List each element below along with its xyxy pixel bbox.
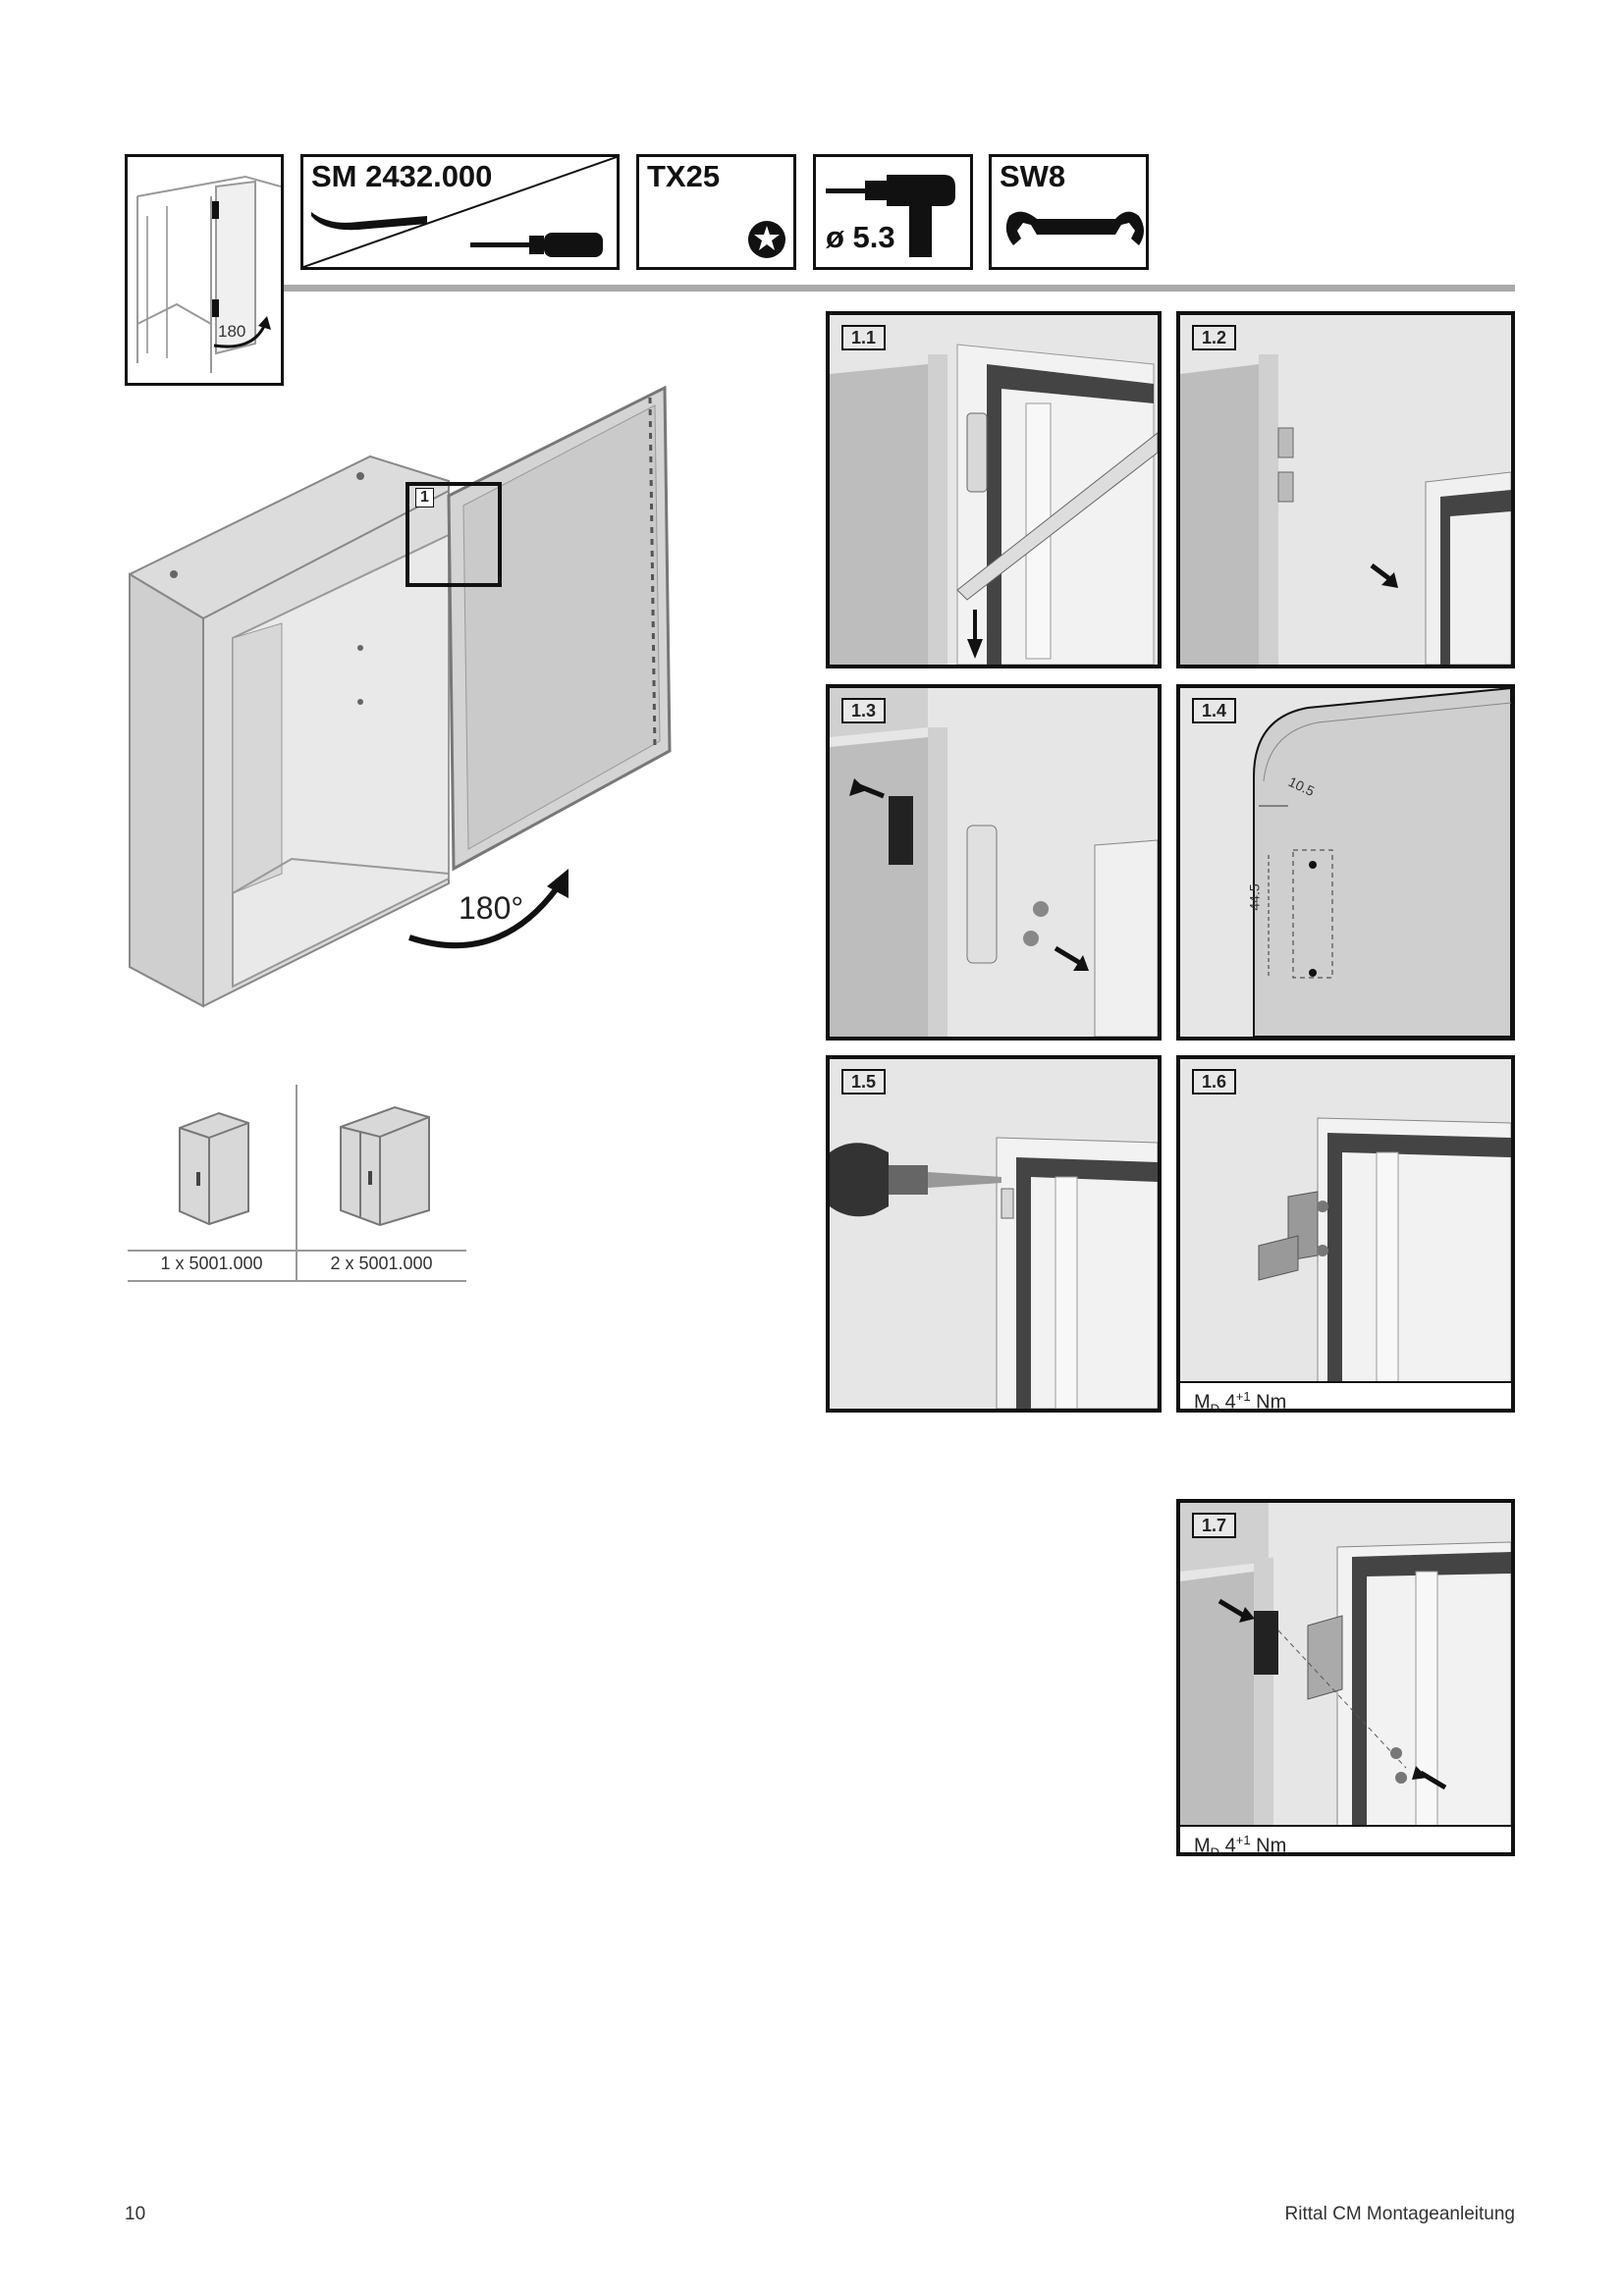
variant-table: 1 x 5001.000 2 x 5001.000 bbox=[128, 1085, 466, 1282]
torque-sup: +1 bbox=[1235, 1833, 1251, 1847]
screwdriver-icon bbox=[470, 233, 603, 257]
step-label: 1.1 bbox=[841, 325, 887, 350]
drill-icon bbox=[826, 175, 955, 257]
step-panel: 1.5 bbox=[826, 1055, 1162, 1413]
step-label: 1.2 bbox=[1192, 325, 1237, 350]
cabinet-open-door-drawing bbox=[129, 385, 672, 1008]
step-panel: 1.2 bbox=[1176, 311, 1515, 668]
header-rule bbox=[284, 285, 1515, 292]
torx-label: TX25 bbox=[647, 159, 721, 193]
step-panel: 1.4 10.5 44.5 bbox=[1176, 684, 1515, 1041]
step-panel: 1.3 bbox=[826, 684, 1162, 1041]
overview-thumbnail: 180 bbox=[125, 154, 284, 386]
callout-label: 1 bbox=[415, 488, 434, 507]
page-number: 10 bbox=[125, 2204, 146, 2224]
hinge-removal-illustration bbox=[830, 315, 1158, 665]
step-label: 1.5 bbox=[841, 1069, 887, 1095]
step-label: 1.7 bbox=[1192, 1513, 1237, 1538]
hinge-refit-illustration bbox=[1180, 1503, 1511, 1827]
torque-value: 4 bbox=[1224, 1835, 1236, 1856]
drilling-illustration bbox=[830, 1059, 1158, 1409]
tool-seal-tool: SM 2432.000 bbox=[300, 154, 620, 270]
tool-wrench: SW8 bbox=[989, 154, 1149, 270]
tool-drill: ø 5.3 bbox=[813, 154, 973, 270]
document-title: Rittal CM Montageanleitung bbox=[1284, 2204, 1515, 2224]
torque-unit: Nm bbox=[1256, 1391, 1287, 1413]
dimension-height: 44.5 bbox=[1246, 883, 1263, 911]
wrench-icon bbox=[1005, 211, 1144, 245]
rotate-arrow-icon bbox=[213, 316, 271, 348]
rotation-large-label: 180° bbox=[459, 890, 524, 926]
step-label: 1.4 bbox=[1192, 698, 1237, 723]
diagonal-divider bbox=[303, 157, 617, 267]
step-panel: 1.6 MD 4+1 Nm bbox=[1176, 1055, 1515, 1413]
variant-label: 1 x 5001.000 bbox=[160, 1254, 263, 1273]
torque-symbol: M bbox=[1194, 1391, 1211, 1413]
torque-value: 4 bbox=[1224, 1391, 1236, 1413]
hinge-screws-illustration bbox=[830, 688, 1158, 1037]
step-label: 1.3 bbox=[841, 698, 887, 723]
torque-symbol: M bbox=[1194, 1835, 1211, 1856]
wrench-label: SW8 bbox=[1000, 159, 1066, 193]
overview-illustration: 1 180° bbox=[125, 378, 675, 1016]
single-cabinet-icon bbox=[179, 1111, 249, 1226]
drill-diameter-label: ø 5.3 bbox=[826, 220, 899, 255]
tool-torx: TX25 bbox=[636, 154, 796, 270]
hinge-mount-illustration bbox=[1180, 1059, 1511, 1383]
step-panel: 1.7 MD 4+1 Nm bbox=[1176, 1499, 1515, 1856]
torque-sup: +1 bbox=[1235, 1389, 1251, 1404]
torx-star-icon bbox=[748, 221, 785, 258]
torque-spec: MD 4+1 Nm bbox=[1180, 1825, 1511, 1852]
drill-template-illustration bbox=[1180, 688, 1511, 1037]
step-panel: 1.1 bbox=[826, 311, 1162, 668]
double-cabinet-icon bbox=[340, 1105, 430, 1227]
cabinet-thumbnail-icon bbox=[136, 175, 281, 373]
torque-sub: D bbox=[1210, 1401, 1220, 1413]
variant-label: 2 x 5001.000 bbox=[330, 1254, 433, 1273]
torque-spec: MD 4+1 Nm bbox=[1180, 1381, 1511, 1409]
torque-unit: Nm bbox=[1256, 1835, 1287, 1856]
door-lift-illustration bbox=[1180, 315, 1511, 665]
variant-divider bbox=[296, 1085, 298, 1281]
torque-sub: D bbox=[1210, 1844, 1220, 1856]
variant-row-rule bbox=[128, 1250, 466, 1252]
seal-tool-icon bbox=[311, 212, 427, 231]
rotation-small-label: 180 bbox=[218, 322, 246, 341]
step-label: 1.6 bbox=[1192, 1069, 1237, 1095]
part-number: SM 2432.000 bbox=[311, 159, 493, 193]
variant-row-rule bbox=[128, 1280, 466, 1282]
